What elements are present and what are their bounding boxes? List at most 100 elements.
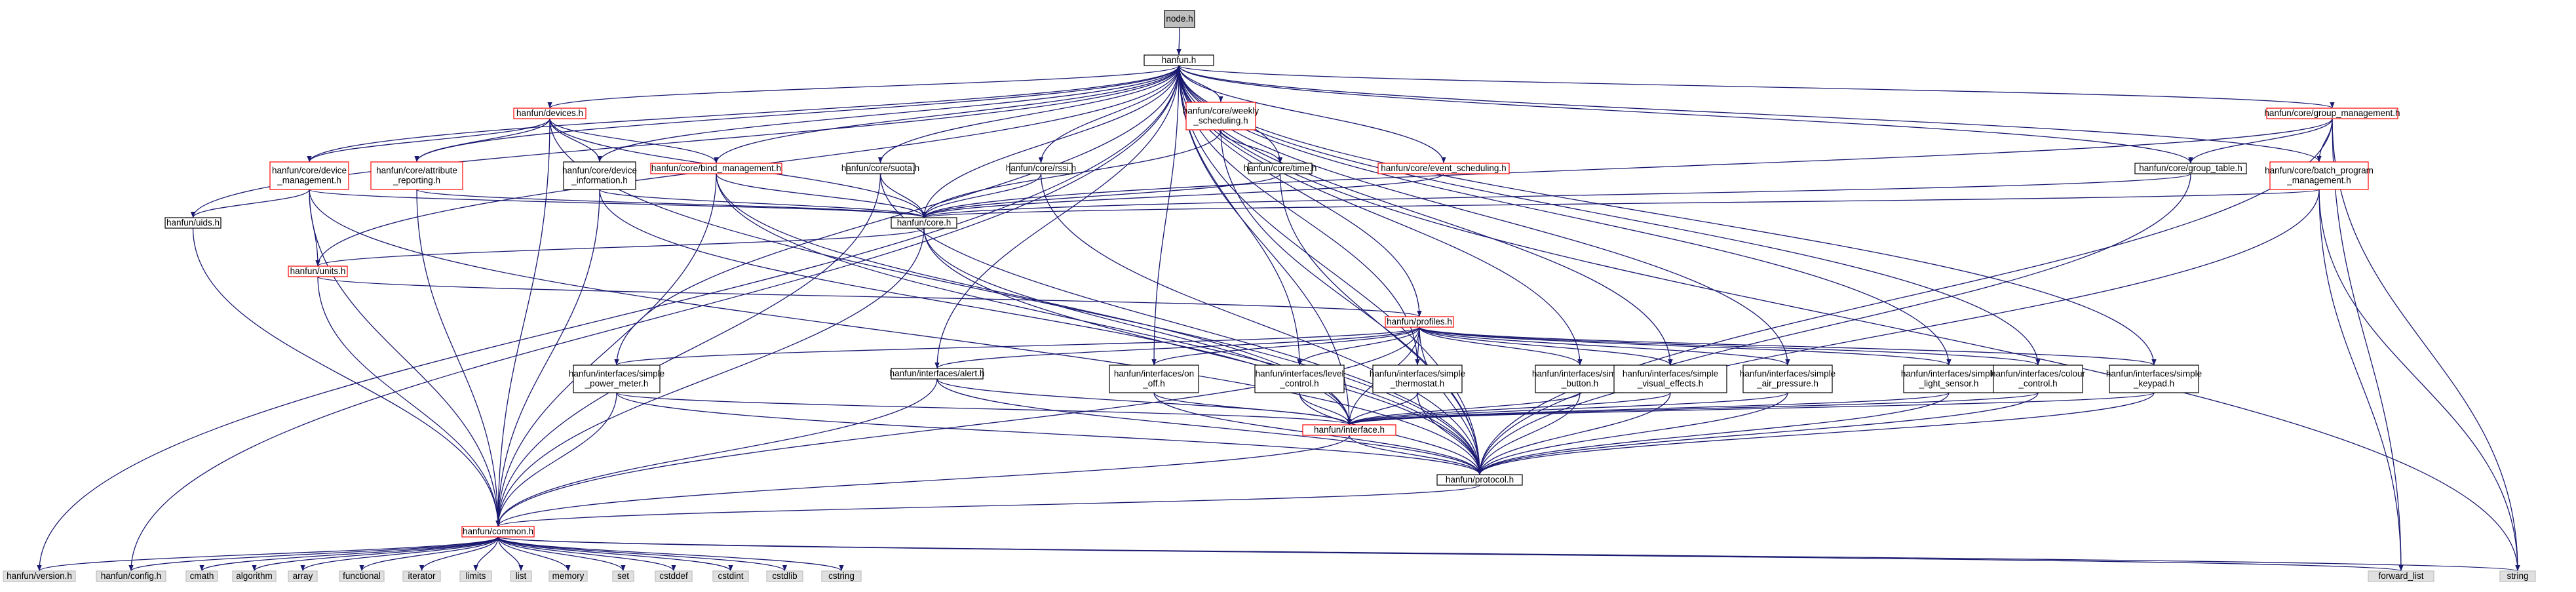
edge-button-to-interface: [1347, 392, 1581, 425]
node-label-cstddef: cstddef: [659, 571, 688, 581]
node-grouptable[interactable]: hanfun/core/group_table.h: [2134, 163, 2247, 174]
node-weekly[interactable]: hanfun/core/weekly_scheduling.h: [1183, 102, 1259, 130]
edge-core-to-units: [315, 227, 925, 267]
node-batch[interactable]: hanfun/core/batch_program_management.h: [2265, 161, 2374, 190]
edge-devmgmt-to-uids: [190, 189, 310, 218]
node-hanfun[interactable]: hanfun.h: [1144, 54, 1214, 66]
edge-profiles-to-onoff: [1151, 326, 1420, 366]
node-box-core: [891, 217, 957, 229]
node-label-iterator: iterator: [408, 571, 436, 581]
node-label-cstring: cstring: [828, 571, 855, 581]
edge-power-to-interface: [616, 392, 1352, 425]
edge-common-to-fwdlist: [497, 536, 2403, 572]
edge-profiles-to-power: [614, 326, 1420, 366]
node-label-core: hanfun/core.h: [897, 218, 952, 227]
node-set: set: [612, 570, 634, 582]
edge-bindmgmt-to-common: [495, 173, 717, 527]
node-functional: functional: [339, 570, 385, 582]
node-visual[interactable]: hanfun/interfaces/simple_visual_effects.…: [1613, 365, 1727, 393]
edge-hanfun-to-protocol: [1178, 65, 1482, 475]
edge-hanfun-to-config: [128, 65, 1180, 572]
edge-profiles-to-common: [495, 326, 1420, 527]
node-power[interactable]: hanfun/interfaces/simple_power_meter.h: [569, 365, 664, 393]
node-box-units: [288, 266, 348, 277]
node-label-rssi: hanfun/core/rssi.h: [1006, 163, 1076, 173]
edge-hanfun-to-air: [1178, 65, 1790, 366]
node-label-cstdlib: cstdlib: [772, 571, 797, 581]
node-box-protocol: [1436, 474, 1523, 486]
node-attrrep[interactable]: hanfun/core/attribute_reporting.h: [370, 161, 463, 190]
node-box-cstring: [821, 570, 862, 582]
node-box-eventsched: [1377, 163, 1510, 174]
node-groupmgmt[interactable]: hanfun/core/group_management.h: [2264, 108, 2400, 119]
node-time[interactable]: hanfun/core/time.h: [1244, 163, 1317, 174]
node-box-hanfun: [1144, 54, 1214, 66]
node-label-list: list: [516, 571, 527, 581]
node-uids[interactable]: hanfun/uids.h: [164, 217, 221, 229]
edge-weekly-to-time: [1220, 129, 1283, 164]
edge-devices-to-devmgmt: [307, 118, 550, 163]
node-devinfo[interactable]: hanfun/core/device_information.h: [562, 161, 637, 190]
node-label-thermo: hanfun/interfaces/simple: [1370, 369, 1465, 379]
node-node[interactable]: node.h: [1164, 10, 1195, 28]
node-devmgmt[interactable]: hanfun/core/device_management.h: [269, 161, 349, 190]
edge-grouptable-to-core: [921, 173, 2191, 218]
node-bindmgmt[interactable]: hanfun/core/bind_management.h: [650, 163, 782, 174]
include-edges: [37, 27, 2520, 572]
edge-batch-to-core: [922, 189, 2320, 218]
node-label-groupmgmt: hanfun/core/group_management.h: [2264, 108, 2400, 118]
edge-devinfo-to-common: [495, 189, 600, 527]
edge-hanfun-to-onoff: [1151, 65, 1180, 366]
edge-common-to-cstdlib: [497, 536, 787, 572]
edge-profiles-to-air: [1419, 326, 1790, 366]
node-rssi[interactable]: hanfun/core/rssi.h: [1006, 163, 1076, 174]
node-colour[interactable]: hanfun/interfaces/colour_control.h: [1991, 365, 2086, 393]
edge-common-to-array: [300, 536, 499, 572]
node-label-alert: hanfun/interfaces/alert.h: [890, 368, 985, 378]
node-level[interactable]: hanfun/interfaces/level_control.h: [1254, 365, 1345, 393]
edge-profiles-to-keypad: [1419, 326, 2157, 366]
node-light[interactable]: hanfun/interfaces/simple_light_sensor.h: [1901, 365, 1997, 393]
node-onoff[interactable]: hanfun/interfaces/on_off.h: [1109, 365, 1199, 393]
node-cstring: cstring: [821, 570, 862, 582]
node-core[interactable]: hanfun/core.h: [891, 217, 957, 229]
node-devices[interactable]: hanfun/devices.h: [513, 108, 586, 119]
edge-hanfun-to-bindmgmt: [714, 65, 1180, 164]
edge-uids-to-common: [192, 227, 501, 527]
node-label-devinfo: hanfun/core/device: [562, 166, 637, 176]
edge-protocol-to-common: [495, 484, 1480, 527]
edge-hanfun-to-rssi: [1038, 65, 1180, 164]
node-box-batch: [2269, 161, 2369, 190]
node-units[interactable]: hanfun/units.h: [288, 266, 348, 277]
edge-time-to-core: [921, 173, 1281, 218]
node-eventsched[interactable]: hanfun/core/event_scheduling.h: [1377, 163, 1510, 174]
node-air[interactable]: hanfun/interfaces/simple_air_pressure.h: [1740, 365, 1836, 393]
node-alert[interactable]: hanfun/interfaces/alert.h: [890, 368, 985, 380]
node-keypad[interactable]: hanfun/interfaces/simple_keypad.h: [2106, 365, 2202, 393]
edge-hanfun-to-power: [614, 65, 1180, 366]
node-box-cstdlib: [766, 570, 803, 582]
node-label-button: _button.h: [1561, 379, 1598, 389]
node-box-profiles: [1385, 316, 1454, 328]
node-label-visual: hanfun/interfaces/simple: [1623, 369, 1718, 379]
node-label-interface: hanfun/interface.h: [1314, 425, 1385, 435]
node-cmath: cmath: [185, 570, 218, 582]
node-limits: limits: [459, 570, 492, 582]
node-label-visual: _visual_effects.h: [1637, 379, 1703, 389]
node-label-common: hanfun/common.h: [463, 526, 533, 536]
node-profiles[interactable]: hanfun/profiles.h: [1385, 316, 1454, 328]
edge-groupmgmt-to-fwdlist: [2332, 118, 2404, 572]
node-config: hanfun/config.h: [96, 570, 166, 582]
edge-hanfun-to-core: [921, 65, 1180, 218]
node-box-set: [612, 570, 634, 582]
node-suota[interactable]: hanfun/core/suota.h: [841, 163, 919, 174]
node-label-colour: hanfun/interfaces/colour: [1991, 369, 2086, 379]
node-interface[interactable]: hanfun/interface.h: [1302, 424, 1396, 436]
node-button[interactable]: hanfun/interfaces/simple_button.h: [1532, 365, 1628, 393]
edge-core-to-protocol: [923, 227, 1482, 475]
node-protocol[interactable]: hanfun/protocol.h: [1436, 474, 1523, 486]
edge-devmgmt-to-protocol: [309, 189, 1482, 475]
node-common[interactable]: hanfun/common.h: [461, 526, 535, 538]
node-thermo[interactable]: hanfun/interfaces/simple_thermostat.h: [1370, 365, 1465, 393]
edge-common-to-string: [497, 536, 2520, 572]
